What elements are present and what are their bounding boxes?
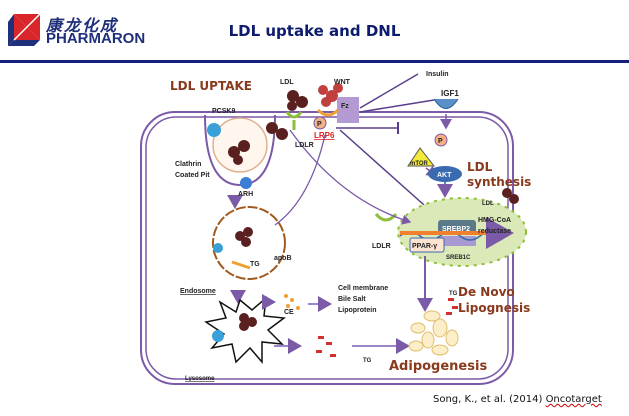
citation: Song, K., et al. (2014) Oncotarget <box>433 394 602 405</box>
label-lipoprotein: Lipoprotein <box>338 307 377 314</box>
label-coated-pit: Coated Pit <box>175 172 210 179</box>
akt-node <box>428 166 462 182</box>
mtor-triangle <box>407 147 436 167</box>
label-akt: AKT <box>437 172 452 179</box>
heading-ldl-uptake: LDL UPTAKE <box>170 79 252 93</box>
logo-chinese-text: 康龙化成 <box>46 16 119 35</box>
label-igf1: IGF1 <box>441 89 459 98</box>
label-fz: Fz <box>341 103 349 110</box>
label-cell-membrane: Cell membrane <box>338 285 388 292</box>
logo-mark-icon <box>8 13 41 46</box>
label-apob: apoB <box>274 255 292 262</box>
label-tg-right: TG <box>449 291 458 297</box>
label-clathrin: Clathrin <box>175 161 201 168</box>
label-insulin: Insulin <box>426 71 449 78</box>
pcsk9-protein-icon <box>207 123 221 137</box>
label-arh: ARH <box>238 191 253 198</box>
pharmaron-logo: 康龙化成 PHARMARON <box>6 8 186 48</box>
label-bile-salt: Bile Salt <box>338 296 366 303</box>
label-ce: CE <box>284 309 294 316</box>
label-lysosome: Lysosome <box>185 376 215 382</box>
slide-title: LDL uptake and DNL <box>228 22 401 40</box>
lipid-droplets <box>408 310 459 356</box>
label-lrp6: LRP6 <box>314 131 335 140</box>
heading-ldl-synthesis-1: LDL <box>467 160 493 174</box>
heading-lipognesis: Lipognesis <box>458 301 530 315</box>
label-ldlr-top: LDLR <box>295 142 314 149</box>
header-divider <box>0 60 629 63</box>
p-phospho-mtor-icon <box>434 133 448 147</box>
label-ldlr-right: LDLR <box>372 243 391 250</box>
label-ldl-top: LDL <box>280 79 294 86</box>
label-p-mtor: P <box>438 138 443 145</box>
heading-ldl-synthesis-2: synthesis <box>467 175 531 189</box>
label-hmg-coa: HMG-CoA <box>478 217 511 224</box>
logo-english-text: PHARMARON <box>46 30 146 47</box>
clathrin-pit-membrane <box>204 114 276 187</box>
label-reductase: reductase <box>478 228 511 235</box>
label-pcsk9: PCSK9 <box>212 108 235 115</box>
label-tg-endosome: TG <box>250 261 260 268</box>
fz-receptor <box>337 97 359 123</box>
ppar-gamma-box <box>409 237 445 253</box>
label-sreb1c: SREB1C <box>446 255 471 261</box>
heading-de-novo: De Novo <box>458 285 515 299</box>
label-p-lrp6: P <box>317 121 322 128</box>
p-phospho-lrp6-icon <box>313 116 327 130</box>
citation-journal: Oncotarget <box>545 394 602 405</box>
label-mtor: mTOR <box>410 161 429 167</box>
citation-authors: Song, K., et al. (2014) <box>433 394 546 405</box>
label-tg-bottom: TG <box>363 358 372 364</box>
ldlr-right-receptor-icon <box>374 212 398 222</box>
ldlr-receptor-icon <box>285 111 303 119</box>
igf1-receptor-icon <box>433 98 459 109</box>
heading-adipogenesis: Adipogenesis <box>389 359 487 374</box>
label-srebp2: SREBP2 <box>442 226 470 233</box>
label-ldl-right: LDL <box>482 201 494 207</box>
label-wnt: WNT <box>334 79 351 86</box>
label-ppar-gamma: PPAR-γ <box>412 243 437 250</box>
arh-protein-icon <box>240 177 252 189</box>
label-endosome: Endosome <box>180 288 216 295</box>
